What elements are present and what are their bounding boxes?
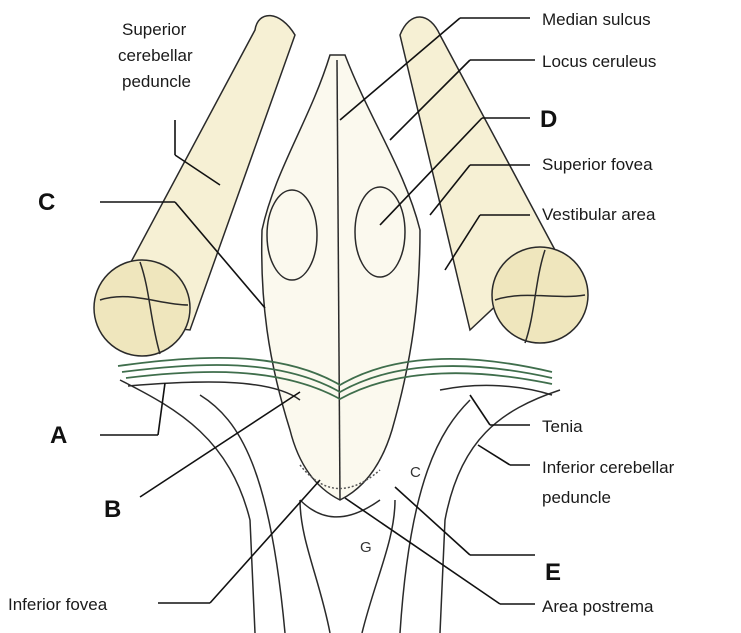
letter-A: A	[50, 422, 67, 449]
label-inferior-fovea: Inferior fovea	[8, 595, 108, 614]
letter-E: E	[545, 559, 561, 586]
leader-B	[140, 392, 300, 497]
leader-inf-fovea	[210, 480, 320, 603]
label-sup-cereb-line3: peduncle	[122, 72, 191, 91]
label-locus-ceruleus: Locus ceruleus	[542, 52, 656, 71]
label-tenia: Tenia	[542, 417, 583, 436]
left-lower-band-outer	[120, 380, 255, 633]
right-lower-band-inner	[400, 400, 470, 633]
left-lower-band-inner	[200, 395, 285, 633]
label-area-postrema: Area postrema	[542, 597, 654, 616]
inner-letter-C: C	[410, 464, 421, 481]
leader-A	[158, 383, 165, 435]
inner-letter-G: G	[360, 539, 372, 556]
label-superior-fovea: Superior fovea	[542, 155, 653, 174]
leader-tenia	[470, 395, 490, 425]
label-vestibular-area: Vestibular area	[542, 205, 656, 224]
leader-E	[395, 487, 470, 555]
rhomboid-fossa	[262, 55, 420, 500]
letter-C: C	[38, 189, 55, 216]
label-inf-cereb-line1: Inferior cerebellar	[542, 458, 675, 477]
left-peduncle-section	[94, 260, 190, 356]
label-inferior-cerebellar-peduncle: Inferior cerebellar peduncle	[542, 458, 679, 507]
label-sup-cereb-line1: Superior	[122, 20, 187, 39]
leader-inf-cereb	[478, 445, 510, 465]
tenia-right	[440, 385, 552, 395]
label-sup-cereb-line2: cerebellar	[118, 46, 193, 65]
label-inf-cereb-line2: peduncle	[542, 488, 611, 507]
label-median-sulcus: Median sulcus	[542, 10, 651, 29]
left-gracile-line	[300, 500, 330, 633]
label-superior-cerebellar-peduncle: Superior cerebellar peduncle	[118, 20, 197, 91]
letter-D: D	[540, 106, 557, 133]
letter-B: B	[104, 496, 121, 523]
